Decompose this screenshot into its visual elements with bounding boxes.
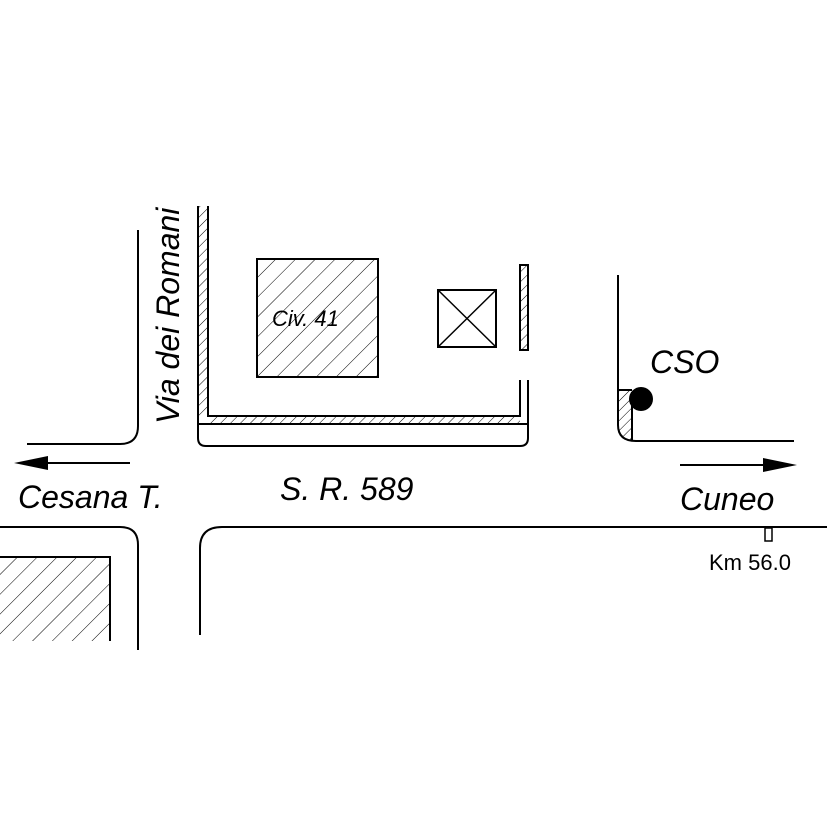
building-lower-left <box>0 556 111 641</box>
direction-west-label: Cesana T. <box>18 479 163 515</box>
building-civ-41 <box>256 258 379 378</box>
road-curb-lower-main <box>199 526 827 635</box>
km-marker-label: Km 56.0 <box>709 550 791 575</box>
road-curb-lower-left <box>0 526 139 650</box>
property-wall <box>197 206 529 447</box>
arrow-left-icon <box>14 456 130 470</box>
crossed-box-icon <box>437 289 497 348</box>
direction-east-label: Cuneo <box>680 481 774 517</box>
street-label-vertical: Via dei Romani <box>150 207 186 424</box>
building-label: Civ. 41 <box>272 306 339 331</box>
station-label: CSO <box>650 344 719 380</box>
road-curb-upper-left <box>27 230 139 445</box>
station-dot-icon <box>629 387 653 411</box>
road-label: S. R. 589 <box>280 471 414 507</box>
km-marker-icon <box>764 527 773 542</box>
arrow-right-icon <box>680 458 797 472</box>
gate-post <box>519 264 529 351</box>
